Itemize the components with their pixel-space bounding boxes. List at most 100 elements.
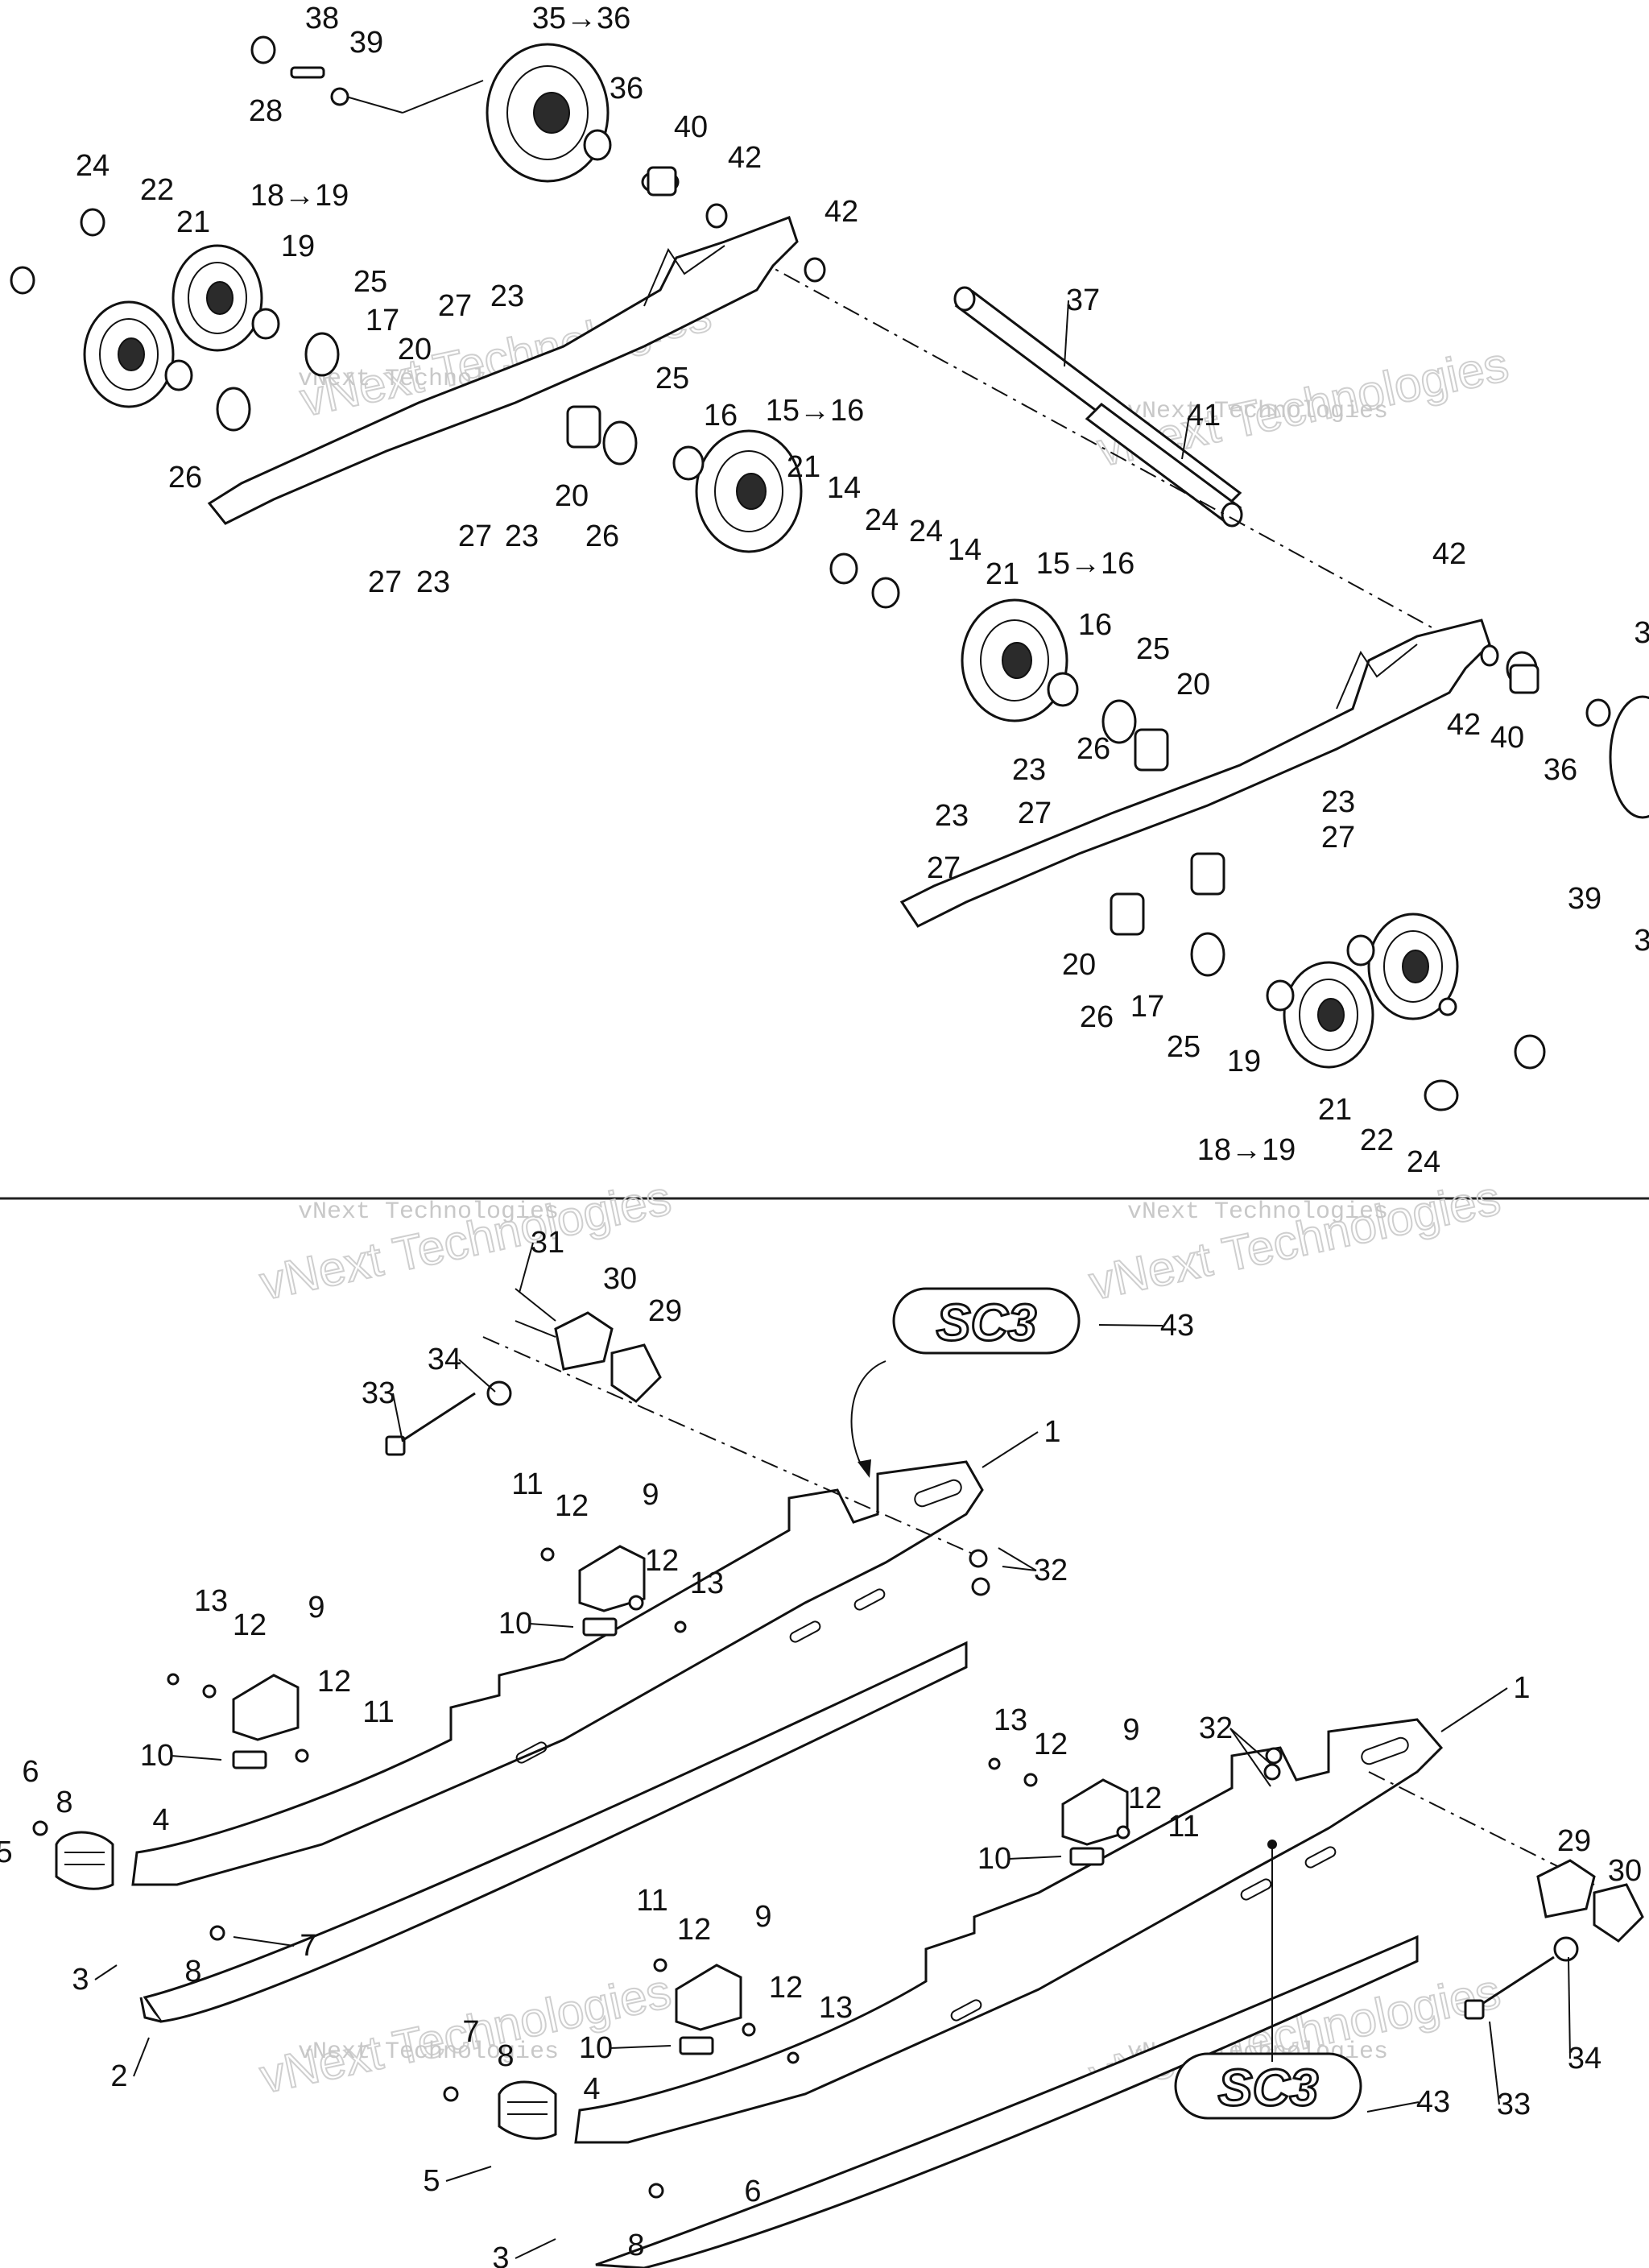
callout-label-l4b: 4 (583, 2072, 600, 2106)
idler-wheel-right (1283, 913, 1459, 1069)
callout-label-l22b: 22 (1360, 1124, 1394, 1157)
leader-line-0 (1064, 300, 1069, 367)
watermark-text: vNext Technologies (298, 1198, 559, 1226)
callout-label-l3r2: 3 (1634, 924, 1649, 958)
callout-label-l20a: 20 (398, 333, 432, 366)
callout-label-l39a: 39 (349, 26, 383, 60)
callout-label-l34a: 34 (428, 1343, 461, 1376)
callout-label-l3r1: 3 (1634, 616, 1649, 650)
callout-label-l26d: 26 (1080, 1000, 1114, 1034)
idler-wheel-mid-lower (961, 598, 1068, 722)
leader-line-23 (519, 1242, 534, 1293)
shock-mount-bracket-right (1536, 1859, 1596, 1918)
callout-label-l42c: 42 (1432, 537, 1466, 571)
callout-label-l5b: 5 (423, 2164, 440, 2198)
leader-line-21 (458, 1359, 496, 1393)
callout-label-l30a: 30 (603, 1262, 637, 1296)
callout-label-l24a: 24 (76, 149, 110, 183)
callout-label-l25b: 25 (655, 362, 689, 395)
callout-label-l2a: 2 (110, 2059, 127, 2093)
callout-label-l12d: 12 (317, 1665, 351, 1699)
callout-label-l12g: 12 (677, 1913, 711, 1947)
callout-label-l27e: 27 (1321, 821, 1355, 855)
callout-label-l26c: 26 (1077, 732, 1110, 766)
callout-label-l23c: 23 (416, 565, 450, 599)
callout-label-l3b: 3 (492, 2241, 509, 2268)
callout-label-l8b: 8 (184, 1955, 201, 1989)
callout-label-l36a: 36 (610, 72, 643, 106)
callout-label-l3a: 3 (72, 1963, 89, 1997)
callout-label-l13d: 13 (819, 1991, 853, 2025)
axle-tube (953, 286, 1243, 528)
callout-label-l27b: 27 (458, 519, 492, 553)
callout-label-l32b: 32 (1199, 1711, 1233, 1745)
callout-label-l1819a: 18→19 (250, 179, 349, 213)
callout-label-l29b: 29 (1557, 1824, 1591, 1858)
callout-label-l20d: 20 (1062, 948, 1096, 982)
leader-line-4 (1002, 1566, 1037, 1571)
callout-label-l9b: 9 (308, 1591, 324, 1624)
callout-label-l23f: 23 (935, 799, 969, 833)
callout-label-l40b: 40 (1490, 721, 1524, 755)
slide-runner-lower (595, 1935, 1419, 2268)
callout-label-l11a: 11 (511, 1467, 543, 1501)
callout-label-l12e: 12 (1034, 1728, 1068, 1761)
callout-label-l24b: 24 (865, 503, 899, 537)
callout-label-l8c: 8 (497, 2039, 514, 2073)
rail-frame-upper (207, 216, 799, 525)
callout-label-l8a: 8 (56, 1786, 72, 1819)
slide-rail-upper (131, 1460, 984, 1886)
callout-label-l40a: 40 (674, 110, 708, 144)
leader-line-2 (1098, 1324, 1163, 1326)
callout-label-l14b: 14 (948, 533, 982, 567)
callout-label-l27f: 27 (927, 851, 961, 885)
idler-wheel-left (83, 244, 263, 408)
callout-leader-lines (94, 300, 1571, 2259)
callout-label-l12a: 12 (555, 1489, 589, 1523)
watermark-text: vNext Technologies (1127, 398, 1388, 425)
sc3-logo-top: SC3 (892, 1287, 1081, 1355)
callout-label-l42a: 42 (728, 141, 762, 175)
slider-block-group (232, 1545, 1129, 2055)
callout-label-l25d: 25 (1167, 1030, 1201, 1064)
callout-label-l12c: 12 (233, 1608, 267, 1642)
callout-label-l9a: 9 (642, 1478, 659, 1512)
callout-label-l10a: 10 (498, 1607, 532, 1641)
callout-label-l26a: 26 (168, 461, 202, 495)
slide-rail-lower (574, 1718, 1444, 2144)
callout-label-l42d: 42 (1447, 708, 1481, 742)
callout-label-l43b: 43 (1416, 2085, 1450, 2119)
leader-line-1 (1181, 415, 1190, 460)
callout-label-l26b: 26 (585, 519, 619, 553)
callout-label-l21d: 21 (1318, 1093, 1352, 1127)
callout-label-l31: 31 (531, 1226, 564, 1260)
callout-label-l16b: 16 (1078, 608, 1112, 642)
callout-label-l32a: 32 (1034, 1554, 1068, 1587)
callout-label-l19a: 19 (281, 230, 315, 263)
callout-label-l14a: 14 (827, 471, 861, 505)
callout-label-l10d: 10 (579, 2031, 613, 2065)
callout-label-l17b: 17 (1130, 990, 1164, 1024)
callout-label-l24d: 24 (1407, 1145, 1440, 1179)
callout-label-l29a: 29 (648, 1294, 682, 1328)
callout-label-l1819b: 18→19 (1197, 1133, 1296, 1167)
callout-label-l13c: 13 (994, 1703, 1027, 1737)
callout-label-l6a: 6 (22, 1755, 39, 1789)
callout-label-l1516a: 15→16 (766, 394, 865, 428)
callout-label-l20b: 20 (555, 479, 589, 513)
leader-line-17 (1568, 1956, 1571, 2059)
callout-label-l39b: 39 (1568, 882, 1601, 916)
callout-label-l23e: 23 (1321, 785, 1355, 819)
callout-label-l5a: 5 (0, 1836, 13, 1869)
callout-label-l30b: 30 (1608, 1854, 1642, 1888)
callout-label-l43a: 43 (1160, 1309, 1194, 1343)
callout-label-l11b: 11 (362, 1695, 394, 1729)
callout-label-l27d: 27 (1018, 797, 1052, 830)
callout-label-l7b: 7 (462, 2015, 479, 2049)
callout-label-l34b: 34 (1568, 2042, 1601, 2076)
leader-line-20 (998, 1547, 1037, 1571)
callout-label-l9d: 9 (754, 1900, 771, 1934)
callout-label-l23b: 23 (505, 519, 539, 553)
callout-label-l21b: 21 (787, 450, 820, 484)
